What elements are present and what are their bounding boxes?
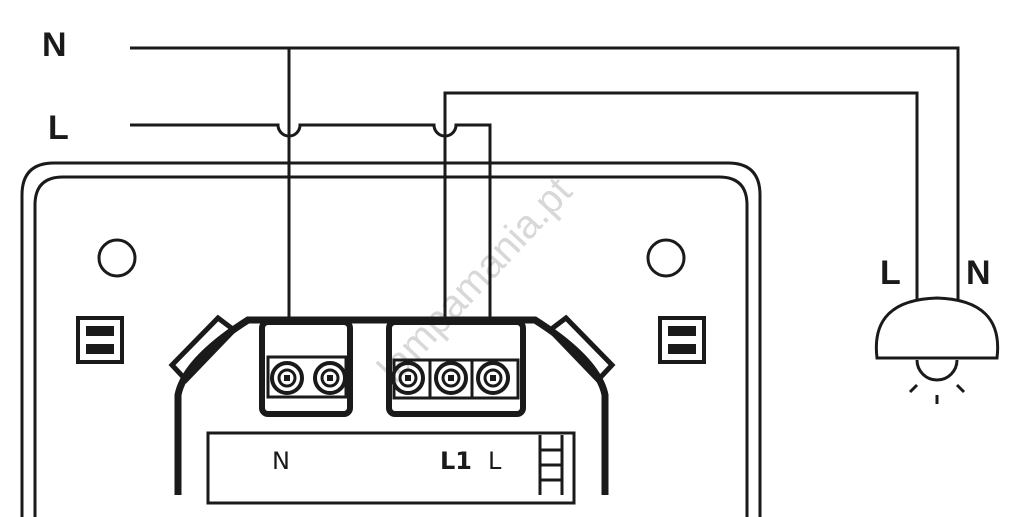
terminal-label-l1: L1: [440, 447, 472, 475]
mounting-hole-left: [97, 238, 137, 278]
lamp-neutral-label: N: [966, 254, 991, 292]
live-wire: [130, 123, 492, 318]
terminal-label-l: L: [488, 447, 502, 475]
lamp-icon: [874, 296, 1000, 404]
terminal-screw: [391, 361, 425, 395]
supply-live-label: L: [48, 109, 69, 147]
lamp-live-label: L: [880, 254, 901, 292]
terminal-screw: [270, 361, 304, 395]
terminal-block-live: [386, 319, 526, 417]
terminal-label-n: N: [272, 447, 290, 475]
clip-right: [658, 316, 706, 364]
watermark: lampamania.pt: [369, 169, 580, 391]
terminal-screw: [434, 361, 468, 395]
terminal-screw: [476, 361, 510, 395]
switched-l1-wire: [443, 91, 919, 318]
terminal-block-neutral: [259, 319, 353, 417]
supply-neutral-label: N: [42, 26, 67, 64]
terminal-screw: [313, 361, 347, 395]
clip-left: [76, 316, 124, 364]
neutral-wire: [130, 46, 960, 300]
switch-plate: [20, 161, 762, 517]
mounting-hole-right: [646, 238, 686, 278]
side-marker: [538, 435, 564, 495]
